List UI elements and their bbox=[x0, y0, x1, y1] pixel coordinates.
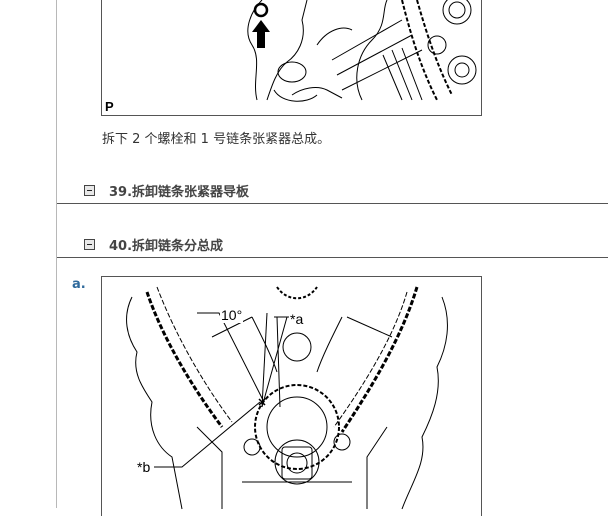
angle-callout: 10° bbox=[220, 307, 244, 323]
engine-drawing-top bbox=[247, 0, 477, 102]
section-title: 40.拆卸链条分总成 bbox=[109, 239, 224, 254]
callout-b: *b bbox=[136, 459, 152, 475]
section-40[interactable]: 40.拆卸链条分总成 bbox=[84, 235, 223, 254]
engine-drawing-bottom bbox=[126, 286, 448, 510]
section-divider bbox=[57, 203, 608, 204]
illustration-chain-removal: 10° *a *b bbox=[101, 276, 482, 516]
collapse-toggle-icon[interactable] bbox=[84, 185, 95, 196]
figure-label: P bbox=[105, 99, 114, 114]
section-39[interactable]: 39.拆卸链条张紧器导板 bbox=[84, 181, 249, 200]
callout-a: *a bbox=[289, 311, 305, 327]
content-left-border bbox=[56, 0, 57, 508]
section-divider bbox=[57, 257, 608, 258]
section-title: 39.拆卸链条张紧器导板 bbox=[109, 185, 250, 200]
collapse-toggle-icon[interactable] bbox=[84, 239, 95, 250]
illustration-tensioner-removal: P bbox=[101, 0, 482, 116]
step-instruction: 拆下 2 个螺栓和 1 号链条张紧器总成。 bbox=[102, 132, 331, 147]
substep-label: a. bbox=[72, 277, 86, 292]
